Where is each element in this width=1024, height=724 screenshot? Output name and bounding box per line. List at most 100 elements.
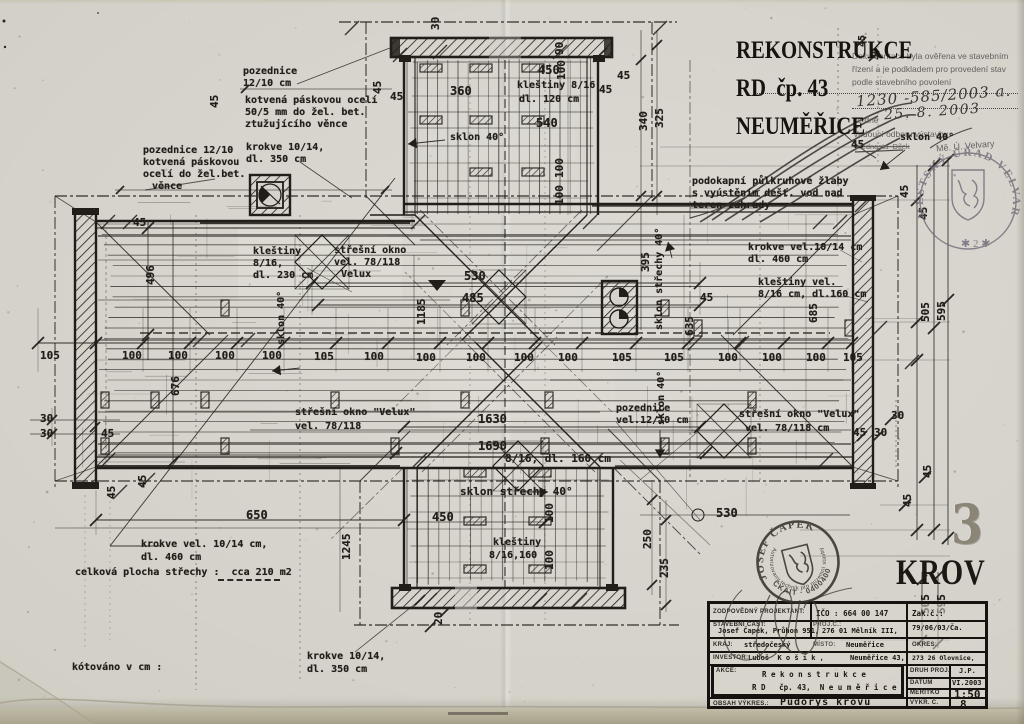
annotation-label: 100 (416, 351, 436, 364)
tb-akce-line2: R D čp. 43, N e u m ě ř i c e (752, 683, 897, 692)
tb-obsah-header: OBSAH VÝKRES.: (713, 701, 769, 707)
tb-kraj-value: středočeský (744, 641, 791, 649)
annotation-label: 30 (40, 412, 54, 425)
annotation-label: 45 (700, 291, 714, 304)
annotation-label: 8/16, dl. 160 cm (505, 452, 611, 465)
annotation-label: 45 (101, 427, 115, 440)
velvary-stamp-number: ✱ 2 ✱ (961, 238, 990, 250)
annotation-label: 530 (464, 269, 486, 283)
annotation-label: střešní okno "Velux" (739, 409, 860, 420)
annotation-label: 45 (853, 426, 867, 439)
annotation-label: věnce (152, 181, 183, 192)
annotation-label: 450 (538, 63, 560, 77)
annotation-label: 100 (168, 349, 188, 362)
ze-dne-label: ze dne (853, 115, 879, 125)
annotation-label: dl. 350 cm (307, 664, 368, 675)
annotation-label: pozednice 12/10 (143, 145, 234, 156)
tb-projc-header: PROJ.Č.: (813, 622, 842, 628)
annotation-label: krokve vel.10/14 cm (748, 242, 863, 253)
drawing-number: 3 (951, 492, 983, 556)
annotation-label: kótováno v cm : (72, 662, 163, 673)
annotation-label: kleštiny 8/16 (517, 80, 596, 91)
svg-text:MĚSTSKÝ ÚŘAD VELVARY: MĚSTSKÝ ÚŘAD VELVARY (0, 0, 1022, 219)
annotation-label: pozednice (243, 66, 298, 77)
right-edge-shadow (1016, 0, 1024, 724)
tb-ico: IČO : 664 00 147 (816, 609, 889, 618)
annotation-label: 1690 (478, 439, 507, 453)
tb-zak-value: 79/06/03/Ča. (912, 624, 963, 632)
approval-stamp-line2: řízení a je podkladem pro provedení stav (852, 64, 1007, 74)
annotation-label: střešní okno "Velux" (295, 407, 416, 418)
annotation-label: kleštiny (493, 537, 542, 548)
annotation-label: ztužujícího věnce (245, 119, 348, 130)
annotation-label: 100 (558, 351, 578, 364)
annotation-label: dl. 230 cm (253, 270, 314, 281)
annotation-label: 105 (40, 349, 60, 362)
tb-vykres-header: VÝKR. Č. (910, 700, 939, 706)
tb-stavebni-value: Josef Čapek, Průhon 951, (718, 627, 820, 635)
annotation-label: sklon 40° (450, 132, 505, 143)
tb-investor-value: Luboš K o š í k , (748, 654, 824, 662)
annotation-label: sklon 40° (900, 132, 955, 143)
dotted-line-ref (754, 93, 1018, 94)
annotation-label: 12/10 cm (243, 78, 292, 89)
tb-druh-header: DRUH PROJ. (910, 668, 951, 674)
annotation-label: vel. 78/118 (295, 421, 362, 432)
annotation-label: 530 (716, 506, 738, 520)
approval-stamp-line3: podle stavebního povolení (852, 77, 952, 87)
annotation-label: 100 (215, 349, 235, 362)
dashed-underline-area (218, 579, 280, 581)
annotation-label: 650 (246, 508, 268, 522)
annotation-label: 100 (122, 349, 142, 362)
annotation-label: s vyústěním dešť. vod nad (692, 188, 843, 199)
annotation-label: 100 (262, 349, 282, 362)
annotation-label: teren zahrady (692, 200, 771, 211)
annotation-label: vel.12/10 cm (616, 415, 689, 426)
annotation-label: krokve 10/14, (307, 651, 386, 662)
title-block: ZODPOVĚDNÝ PROJEKTANT: IČO : 664 00 147 … (707, 601, 988, 711)
annotation-label: 45 (851, 138, 865, 151)
annotation-label: 30 (40, 427, 54, 440)
tb-akce-header: AKCE: (716, 668, 737, 674)
bottom-paper-strip (0, 708, 1024, 724)
tb-akce-line1: R e k o n s t r u k c e (762, 670, 866, 679)
annotation-label: 8/16, (253, 258, 284, 269)
capek-signature-scribble (723, 587, 853, 661)
annotation-label: 50/5 mm do žel. bet. (245, 107, 366, 118)
annotation-label: 105 (664, 351, 684, 364)
annotation-label: 45 (390, 90, 404, 103)
annotation-label: podokapní půlkruhové žlaby (692, 176, 849, 187)
annotation-label: 105 (612, 351, 632, 364)
annotation-label: krokve vel. 10/14 cm, (141, 539, 268, 550)
tb-zak-label: Zak.č.: (912, 609, 944, 618)
tb-okres-header: OKRES: (912, 642, 938, 648)
annotation-label: kotvená páskovou ocelí (245, 95, 378, 106)
annotation-label: 30 (891, 409, 905, 422)
annotation-label: kleštiny vel. (758, 277, 837, 288)
annotation-label: 1630 (478, 412, 507, 426)
annotation-label: 100 (466, 351, 486, 364)
approval-stamp-line1: Dokumentace byla ověřena ve stavebním (852, 51, 1009, 61)
tb-obsah-value: Půdorys krovu (780, 697, 872, 708)
annotation-label: dl. 460 cm (748, 254, 809, 265)
dotted-line-date (852, 108, 1018, 109)
tb-datum-value: VI.2003 (952, 679, 982, 687)
annotation-label: kotvená páskovou (143, 157, 240, 168)
annotation-label: 540 (536, 116, 558, 130)
capek-round-stamp: JOSEF ČAPEK Autorizovaný technik pro poz… (746, 514, 840, 604)
annotation-label: 100 (806, 351, 826, 364)
annotation-label: 360 (450, 84, 472, 98)
tb-stavebni-header: STAVEBNÍ ČÁST: (713, 622, 766, 628)
annotation-label: 485 (462, 291, 484, 305)
annotation-label: 100 (762, 351, 782, 364)
tb-investor-value3: 273 26 Olovnice, (912, 654, 975, 662)
annotation-label: dl. 350 cm (246, 154, 307, 165)
tb-vykres-value: 8 (960, 698, 967, 711)
drawing-title: REKONSTRUKCE RD čp. 43 NEUMĚŘICE (736, 37, 913, 140)
tb-meritko-value: 1:50 (954, 688, 981, 701)
tb-meritko-header: MĚŘÍTKO (910, 690, 940, 696)
tb-datum-header: DATUM (910, 680, 933, 686)
